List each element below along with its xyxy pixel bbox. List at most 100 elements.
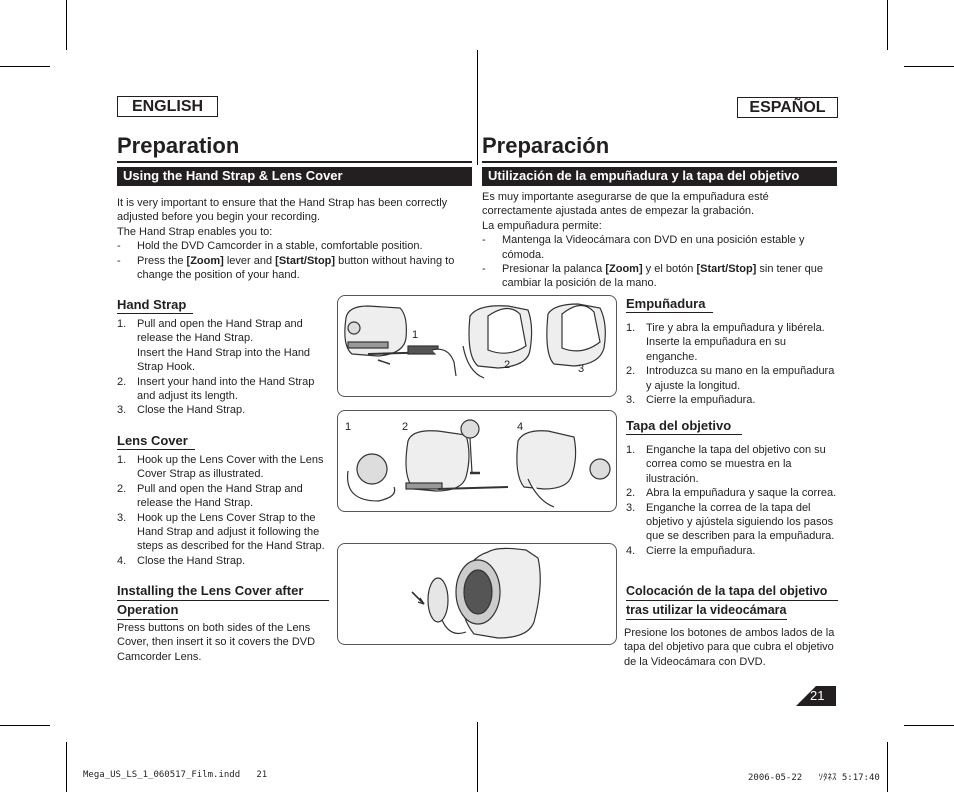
hand-strap-steps: 1.Pull and open the Hand Strap and relea… xyxy=(117,317,327,418)
bullet-item: Mantenga la Videocámara con DVD en una p… xyxy=(482,233,834,262)
title-rule xyxy=(482,161,837,163)
figure-step-label: 1 xyxy=(412,329,419,341)
step-text: Insert the Hand Strap into the Hand Stra… xyxy=(137,346,311,374)
step-number: 2. xyxy=(117,482,127,495)
grip-heading: Empuñadura xyxy=(626,295,713,313)
step-number: 1. xyxy=(626,444,636,456)
bullet-text: lever and xyxy=(223,254,276,267)
figure-step-label: 4 xyxy=(517,421,524,433)
figure-step-label: 2 xyxy=(504,359,511,371)
bullet-text: Press the xyxy=(137,254,187,267)
step-number: 2. xyxy=(626,365,636,378)
center-fold-line xyxy=(477,50,478,165)
crop-mark xyxy=(904,725,954,726)
install-heading-line: Operation xyxy=(117,601,179,620)
step-item: 1. Enganche la tapa del objetivo con su c… xyxy=(626,443,838,486)
page-number-shape xyxy=(796,686,836,706)
step-number: 3. xyxy=(117,511,127,524)
grip-steps: 1. Tire y abra la empuñadura y libérela. I… xyxy=(626,321,838,407)
step-item: 2. Introduzca su mano en la empuñadura y … xyxy=(626,364,838,393)
step-text: Insert your hand into the Hand Strap and… xyxy=(137,375,315,403)
step-text: Hook up the Lens Cover Strap to the Hand… xyxy=(137,511,325,553)
step-text: Inserte la empuñadura en su enganche. xyxy=(646,336,787,363)
step-item: 3. Enganche la correa de la tapa del obje… xyxy=(626,501,838,544)
step-number: 3. xyxy=(117,404,127,417)
bullet-text: Mantenga la Videocámara con DVD en una p… xyxy=(502,234,805,261)
install-text: Press buttons on both sides of the Lens … xyxy=(117,622,316,663)
bullet-text: y el botón xyxy=(642,263,697,276)
figure-step-label: 2 xyxy=(402,421,409,433)
start-stop-label: [Start/Stop] xyxy=(696,263,757,276)
place-heading: Colocación de la tapa del objetivo tras … xyxy=(626,582,838,620)
step-text: Cierre la empuñadura. xyxy=(646,544,756,557)
step-item: 2. Abra la empuñadura y saque la correa. xyxy=(626,486,838,500)
place-heading-line: tras utilizar la videocámara xyxy=(626,601,787,620)
step-number: 4. xyxy=(626,544,636,557)
step-number: 2. xyxy=(626,487,636,500)
step-item: 4. Close the Hand Strap. xyxy=(117,554,332,568)
step-number: 1. xyxy=(626,322,636,334)
step-text: Close the Hand Strap. xyxy=(137,404,246,417)
lens-cover-heading: Lens Cover xyxy=(117,432,195,450)
step-item: 3. Hook up the Lens Cover Strap to the Ha… xyxy=(117,511,332,554)
step-item: 1.Pull and open the Hand Strap and relea… xyxy=(117,317,327,375)
step-item: 4. Cierre la empuñadura. xyxy=(626,544,838,558)
bullet-text: Presionar la palanca xyxy=(502,263,606,276)
step-item: 3. Cierre la empuñadura. xyxy=(626,393,838,407)
bullet-item: Hold the DVD Camcorder in a stable, comf… xyxy=(117,239,469,254)
place-text: Presione los botones de ambos lados de l… xyxy=(624,627,835,668)
crop-mark xyxy=(887,0,888,50)
install-heading-line: Installing the Lens Cover after xyxy=(117,582,329,601)
camcorder-illustration xyxy=(411,547,541,639)
step-text: Cierre la empuñadura. xyxy=(646,394,756,407)
section-bar-english: Using the Hand Strap & Lens Cover xyxy=(117,167,472,186)
zoom-label: [Zoom] xyxy=(605,263,643,276)
step-number: 2. xyxy=(117,375,127,388)
intro-bullets: Hold the DVD Camcorder in a stable, comf… xyxy=(117,239,469,282)
intro-bullets: Mantenga la Videocámara con DVD en una p… xyxy=(482,233,834,291)
intro-lead: The Hand Strap enables you to: xyxy=(117,225,273,238)
step-text: Abra la empuñadura y saque la correa. xyxy=(646,487,837,500)
lang-tag-spanish: ESPAÑOL xyxy=(737,97,838,118)
step-number: 1. xyxy=(117,318,127,330)
step-item: 1. Tire y abra la empuñadura y libérela. I… xyxy=(626,321,838,364)
intro-paragraph: Es muy importante asegurarse de que la e… xyxy=(482,191,769,218)
intro-english: It is very important to ensure that the … xyxy=(117,196,469,282)
figure-step-label: 1 xyxy=(345,421,352,433)
install-heading: Installing the Lens Cover after Operatio… xyxy=(117,582,329,620)
center-fold-line xyxy=(477,722,478,792)
step-text: Introduzca su mano en la empuñadura y aj… xyxy=(646,365,835,392)
footer-left: Mega_US_LS_1_060517_Film.indd 21 xyxy=(83,770,268,780)
step-text: Close the Hand Strap. xyxy=(137,554,246,567)
figure-lens-cover: 1 2 4 xyxy=(337,410,617,512)
crop-mark xyxy=(887,742,888,792)
cover-heading: Tapa del objetivo xyxy=(626,417,742,435)
page-number-badge: 21 xyxy=(796,686,836,706)
title-rule xyxy=(117,161,472,163)
step-text: Enganche la correa de la tapa del objeti… xyxy=(646,501,835,543)
cover-steps: 1. Enganche la tapa del objetivo con su c… xyxy=(626,443,838,558)
intro-lead: La empuñadura permite: xyxy=(482,219,602,232)
step-text: Tire y abra la empuñadura y libérela. xyxy=(646,322,825,334)
step-number: 3. xyxy=(626,394,636,407)
figure-step-label: 3 xyxy=(578,363,585,375)
page-title-spanish: Preparación xyxy=(482,133,610,158)
crop-mark xyxy=(0,66,50,67)
intro-spanish: Es muy importante asegurarse de que la e… xyxy=(482,190,834,291)
crop-mark xyxy=(66,742,67,792)
step-number: 4. xyxy=(117,554,127,567)
page-number: 21 xyxy=(810,688,825,703)
start-stop-label: [Start/Stop] xyxy=(275,254,336,267)
intro-paragraph: It is very important to ensure that the … xyxy=(117,197,448,224)
crop-mark xyxy=(904,66,954,67)
lens-cover-steps: 1.Hook up the Lens Cover with the Lens C… xyxy=(117,453,332,568)
section-bar-spanish: Utilización de la empuñadura y la tapa d… xyxy=(482,167,837,186)
bullet-text: button without having to change the posi… xyxy=(137,254,455,282)
crop-mark xyxy=(0,725,50,726)
step-text: Enganche la tapa del objetivo con su cor… xyxy=(646,444,826,485)
bullet-text: sin tener que cambiar la posición de la … xyxy=(502,263,823,290)
step-number: 1. xyxy=(117,454,127,466)
step-number: 3. xyxy=(626,501,636,514)
figure-install-cover xyxy=(337,543,617,645)
step-item: 3. Close the Hand Strap. xyxy=(117,403,327,417)
